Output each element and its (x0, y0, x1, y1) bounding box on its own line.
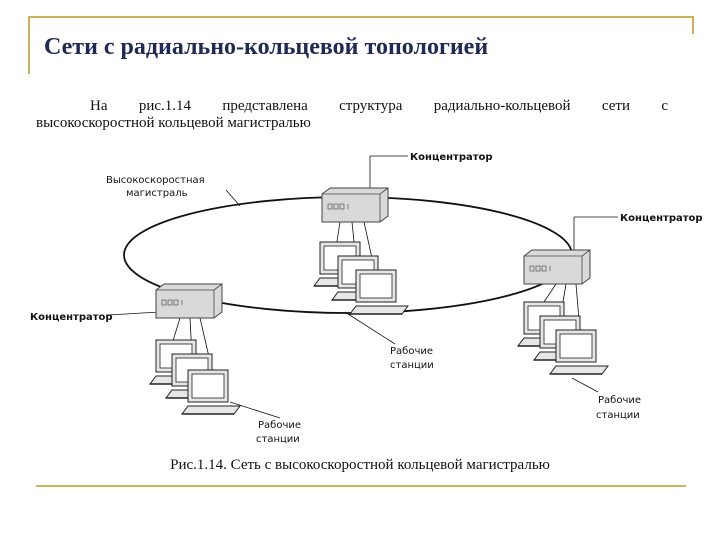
hub-left (155, 283, 223, 319)
workstation-right-3 (549, 329, 609, 375)
leader-ws-center (344, 311, 396, 345)
slide-frame-left (28, 16, 30, 74)
slide-frame-bottom (36, 485, 686, 487)
label-backbone-line1: Высокоскоростная (106, 175, 205, 186)
hub-top (321, 187, 389, 223)
slide-frame-top (28, 16, 692, 18)
workstation-center-3 (349, 269, 409, 315)
leader-ws-left (229, 401, 281, 419)
intro-text-line2: высокоскоростной кольцевой магистралью (36, 115, 311, 131)
workstation-left-3 (181, 369, 241, 415)
label-workstations-left-line1: Рабочие (258, 420, 301, 431)
label-concentrator-right: Концентратор (620, 213, 703, 224)
label-concentrator-top: Концентратор (410, 152, 493, 163)
leader-backbone (225, 189, 241, 207)
label-workstations-center-line1: Рабочие (390, 346, 433, 357)
label-backbone-line2: магистраль (126, 188, 188, 199)
label-workstations-right-line1: Рабочие (598, 395, 641, 406)
intro-text-line1: На рис.1.14 представлена структура радиа… (90, 98, 668, 114)
label-workstations-left-line2: станции (256, 434, 300, 445)
label-concentrator-left: Концентратор (30, 312, 113, 323)
slide-frame-right (692, 16, 694, 34)
label-workstations-center-line2: станции (390, 360, 434, 371)
label-workstations-right-line2: станции (596, 410, 640, 421)
hub-right (523, 249, 591, 285)
figure-caption: Рис.1.14. Сеть с высокоскоростной кольце… (170, 457, 550, 473)
slide-title: Сети с радиально-кольцевой топологией (44, 34, 489, 60)
leader-hub-left (107, 311, 161, 316)
leader-ws-right (571, 377, 599, 393)
